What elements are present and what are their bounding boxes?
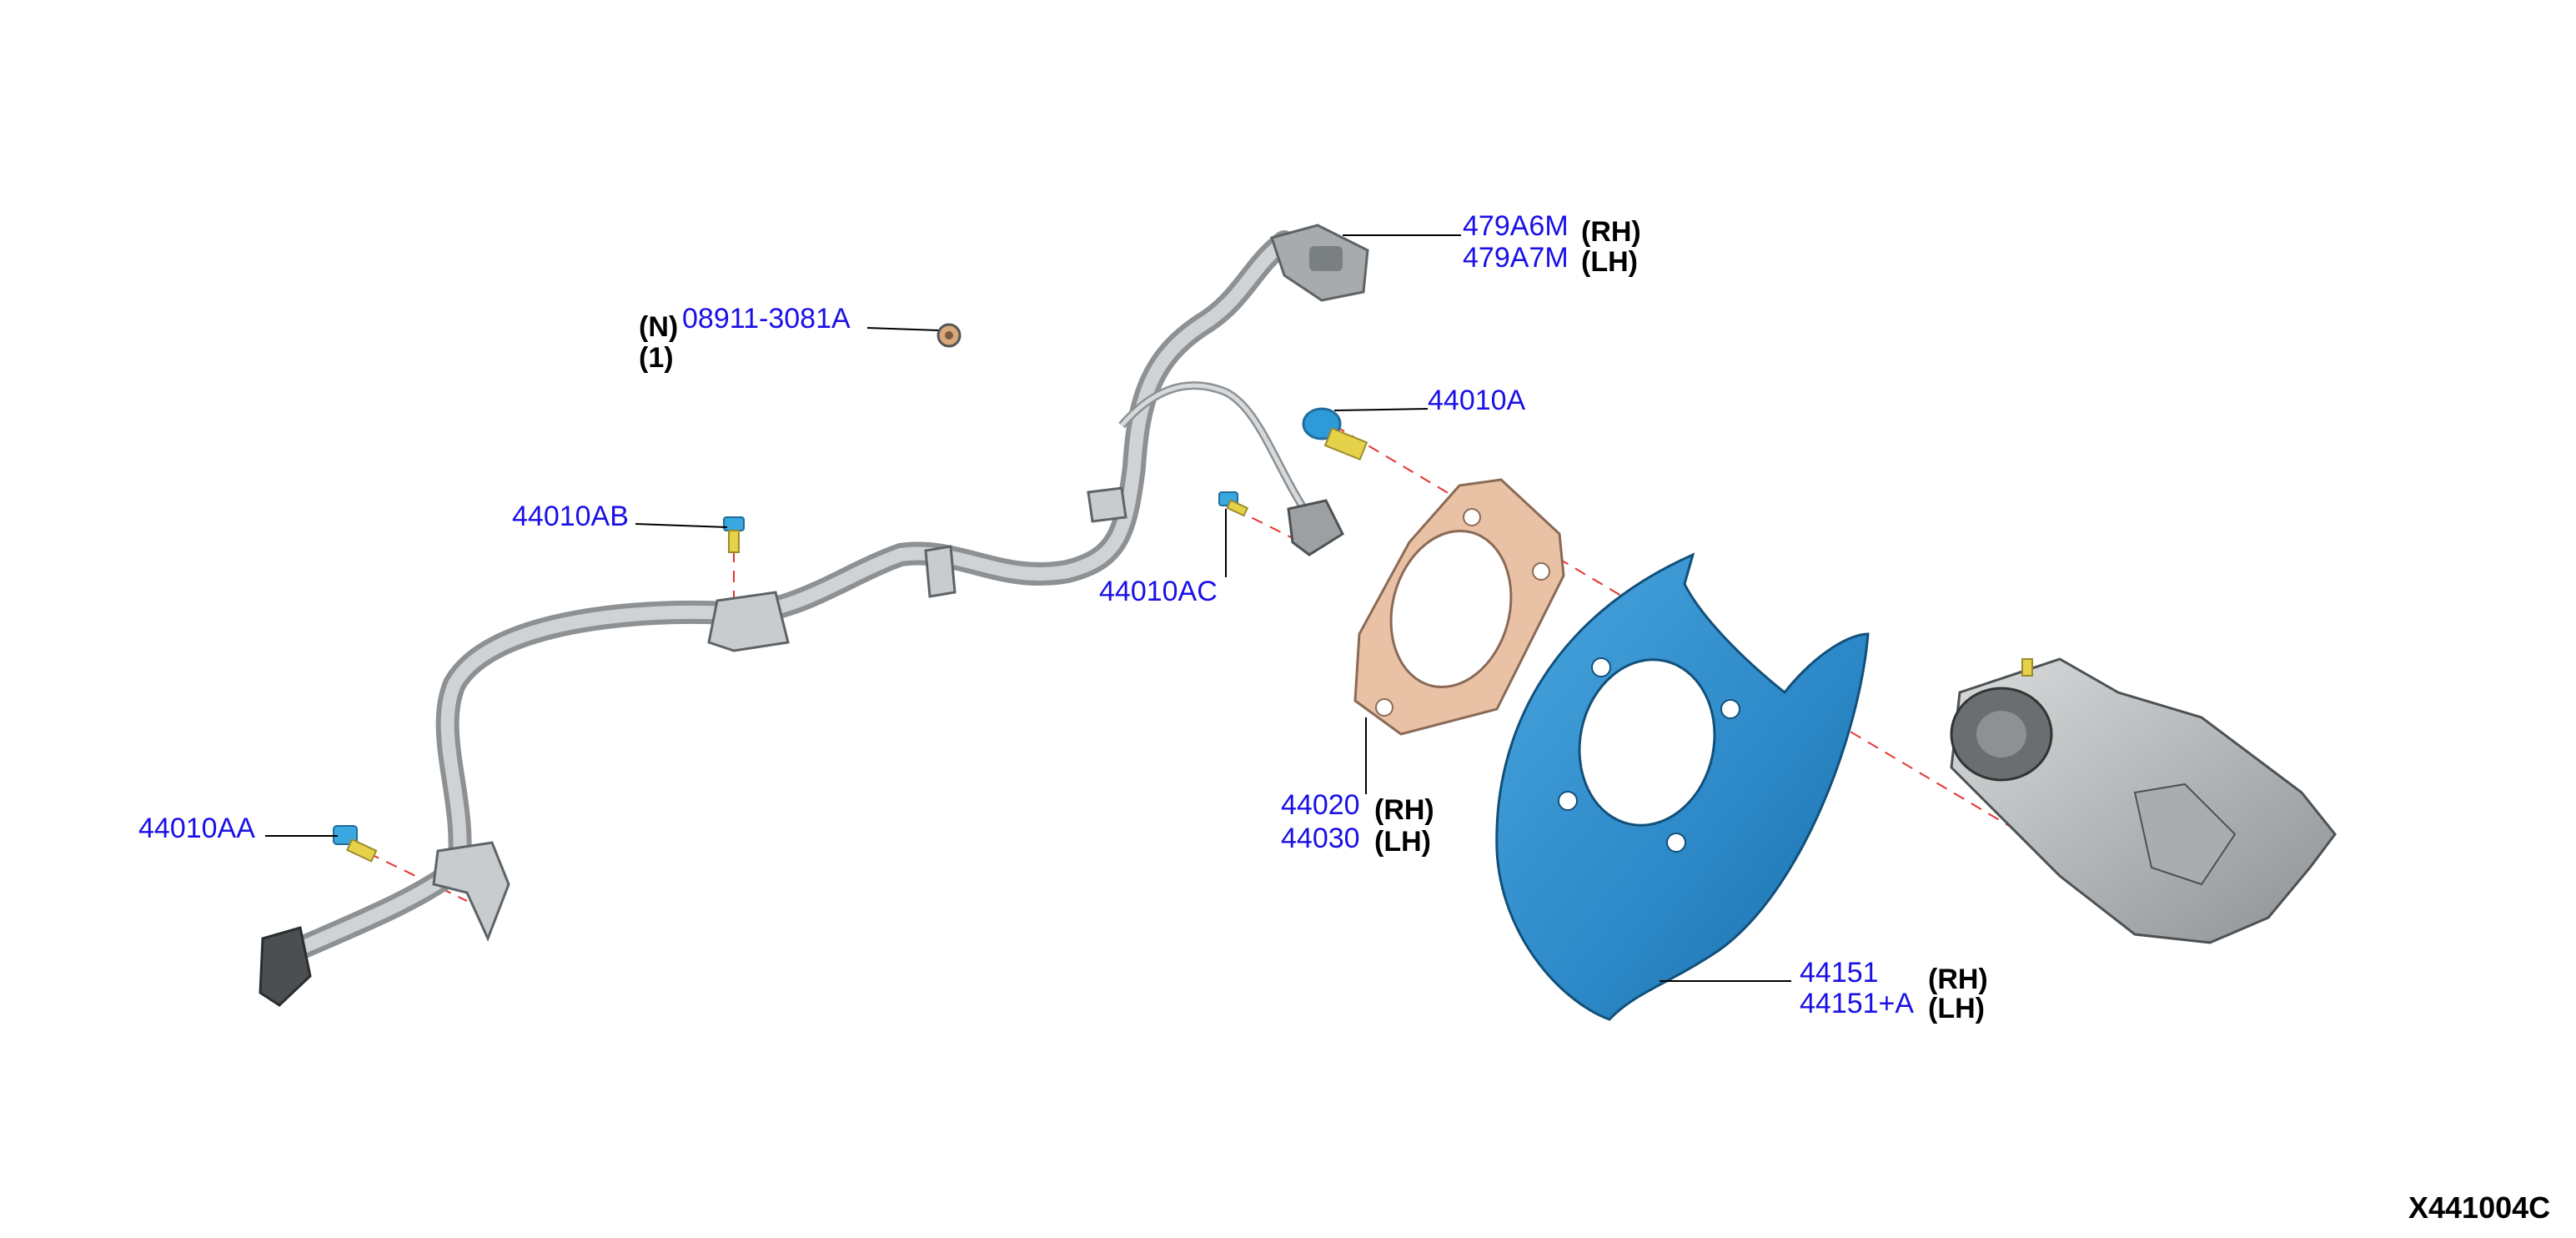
nut-08911-3081a-icon[interactable] — [936, 323, 962, 348]
diagram-id: X441004C — [2408, 1190, 2550, 1225]
leader-nut — [866, 327, 939, 331]
callout-44010aa: 44010AA — [138, 813, 255, 844]
callout-nut: (N) 08911-3081A (1) — [639, 303, 851, 374]
qualifier-lh: (LH) — [1928, 993, 1985, 1024]
abs-sensor-harness-icon[interactable] — [259, 224, 1369, 1007]
bolt-44010ab-icon[interactable] — [723, 516, 745, 553]
part-44010ab[interactable]: 44010AB — [512, 501, 629, 532]
leader-lines — [265, 234, 1791, 982]
part-44010ac[interactable]: 44010AC — [1099, 576, 1218, 607]
part-44010aa[interactable]: 44010AA — [138, 813, 255, 844]
brake-caliper-icon[interactable] — [1950, 657, 2337, 944]
bolt-44010aa-icon[interactable] — [333, 825, 378, 863]
qualifier-rh: (RH) — [1581, 216, 1641, 248]
qualifier-rh: (RH) — [1928, 964, 1988, 995]
nut-quantity: (1) — [639, 342, 674, 374]
part-44151[interactable]: 44151 — [1800, 957, 1879, 989]
qualifier-lh: (LH) — [1374, 826, 1431, 858]
part-08911-3081a[interactable]: 08911-3081A — [682, 303, 851, 335]
part-44151-a[interactable]: 44151+A — [1800, 988, 1914, 1019]
callout-backplate: 44151 (RH) 44151+A (LH) — [1800, 957, 1988, 1024]
part-479a6m[interactable]: 479A6M — [1463, 210, 1569, 242]
qualifier-rh: (RH) — [1374, 794, 1434, 826]
callout-44010ac: 44010AC — [1099, 576, 1218, 607]
part-44030[interactable]: 44030 — [1281, 823, 1360, 854]
leader-44010a — [1333, 408, 1429, 411]
callout-44010ab: 44010AB — [512, 501, 629, 532]
callout-bracket: 44020 (RH) 44030 (LH) — [1281, 789, 1434, 858]
part-479a7m[interactable]: 479A7M — [1463, 242, 1569, 274]
leader-44010ab — [635, 523, 728, 528]
axis-ac — [1233, 508, 1302, 543]
part-44020[interactable]: 44020 — [1281, 789, 1360, 821]
backing-plate-icon[interactable] — [1495, 552, 1870, 1021]
qualifier-lh: (LH) — [1581, 246, 1638, 278]
part-44010a[interactable]: 44010A — [1428, 385, 1526, 416]
bolt-44010a-icon[interactable] — [1302, 407, 1368, 461]
nut-prefix: (N) — [639, 311, 678, 343]
callout-harness: 479A6M (RH) 479A7M (LH) — [1463, 210, 1641, 278]
bracket-icon[interactable] — [1353, 478, 1565, 736]
callout-44010a: 44010A — [1428, 385, 1526, 416]
bolt-44010ac-icon[interactable] — [1218, 491, 1249, 517]
